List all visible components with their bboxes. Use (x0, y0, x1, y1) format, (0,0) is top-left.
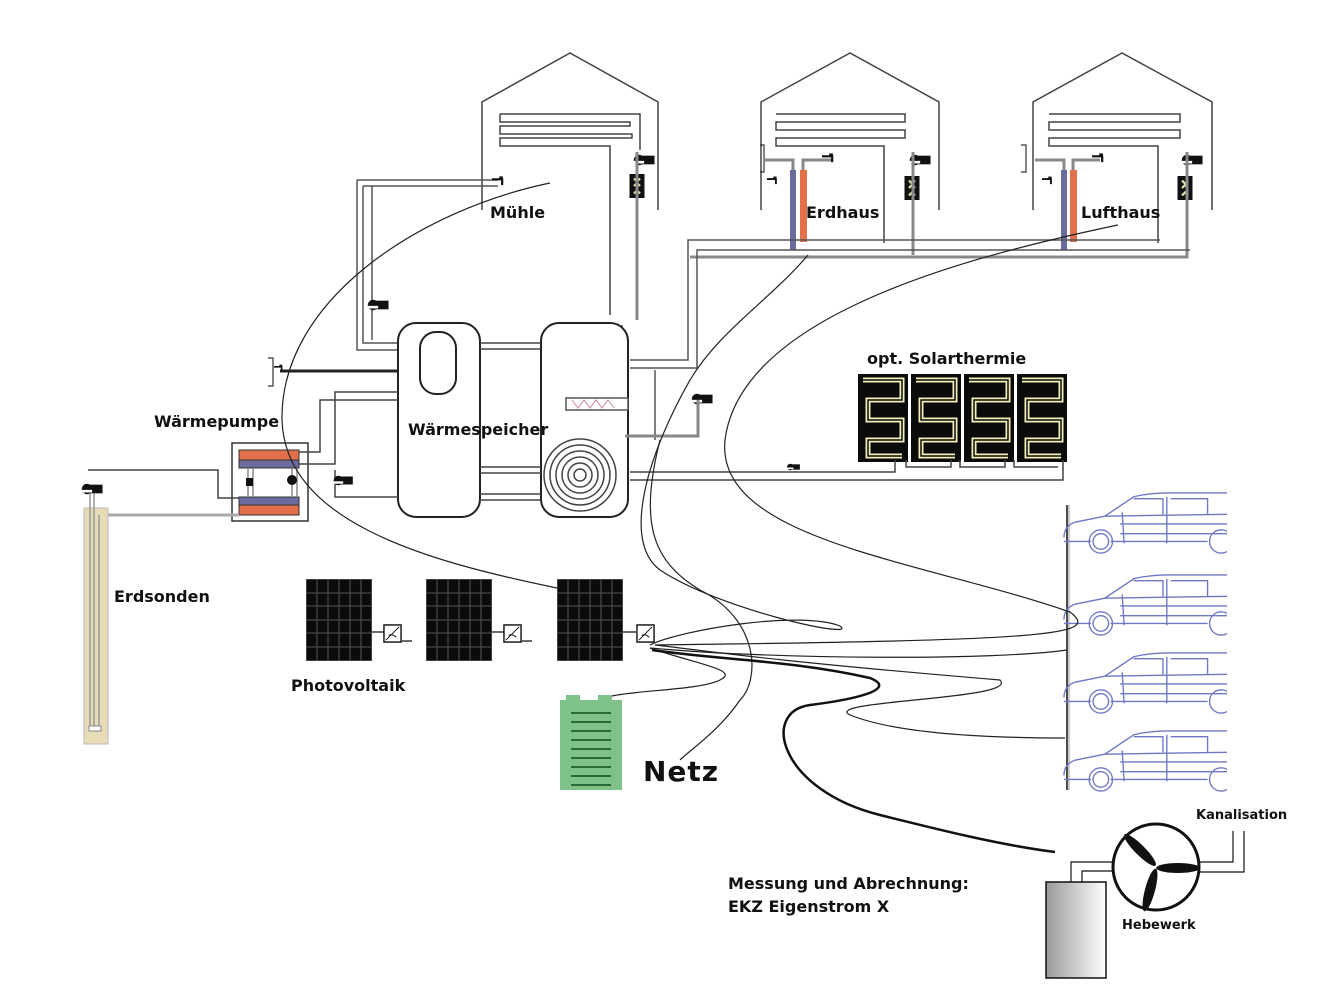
building-erdhaus (760, 52, 940, 255)
label-netz: Netz (643, 755, 720, 788)
car-icon (1063, 574, 1227, 636)
ground-probe (83, 490, 109, 745)
label-solarthermie: opt. Solarthermie (867, 349, 1027, 368)
pump-icon (691, 393, 713, 405)
tap-icon (274, 364, 284, 373)
tap-icon (1042, 176, 1053, 186)
inverter-icon (636, 624, 655, 643)
main-feed-cable (651, 648, 1056, 854)
pump-icon (81, 483, 103, 495)
heat-storage (397, 322, 629, 518)
label-muehle: Mühle (490, 203, 546, 222)
label-lufthaus: Lufthaus (1081, 203, 1161, 222)
pump-icon (333, 475, 353, 486)
mixing-valve-icon (1176, 174, 1194, 202)
heat-spiral-icon (543, 438, 617, 512)
tap-icon (492, 176, 505, 187)
tap-icon (767, 176, 778, 186)
label-photovoltaik: Photovoltaik (291, 676, 406, 695)
pump-icon (787, 463, 800, 471)
turbine-icon (1111, 822, 1201, 912)
electric-cables (281, 182, 1119, 761)
label-hebewerk: Hebewerk (1122, 918, 1196, 933)
ev-parking (1063, 492, 1227, 792)
car-icon (1063, 652, 1227, 714)
lift-station (1045, 822, 1245, 979)
inverter-icon (503, 624, 522, 643)
inverter-icon (383, 624, 402, 643)
building-lufthaus (690, 52, 1213, 259)
label-erdsonden: Erdsonden (114, 587, 210, 606)
label-waermespeicher: Wärmespeicher (408, 420, 549, 439)
car-icon (1063, 492, 1227, 554)
heat-pump (231, 442, 309, 522)
pump-icon (1181, 154, 1203, 166)
battery-icon (560, 695, 622, 790)
pv-array (306, 579, 636, 661)
car-icon (1063, 730, 1227, 792)
pump-icon (367, 299, 389, 311)
heating-element-icon (565, 397, 629, 411)
label-ekz: EKZ Eigenstrom X (728, 897, 890, 916)
label-waermepumpe: Wärmepumpe (154, 412, 280, 431)
label-messung: Messung und Abrechnung: (728, 874, 969, 893)
label-erdhaus: Erdhaus (806, 203, 880, 222)
building-muehle (481, 52, 659, 320)
label-kanalisation: Kanalisation (1196, 808, 1288, 823)
solar-thermal-collectors (630, 374, 1067, 481)
